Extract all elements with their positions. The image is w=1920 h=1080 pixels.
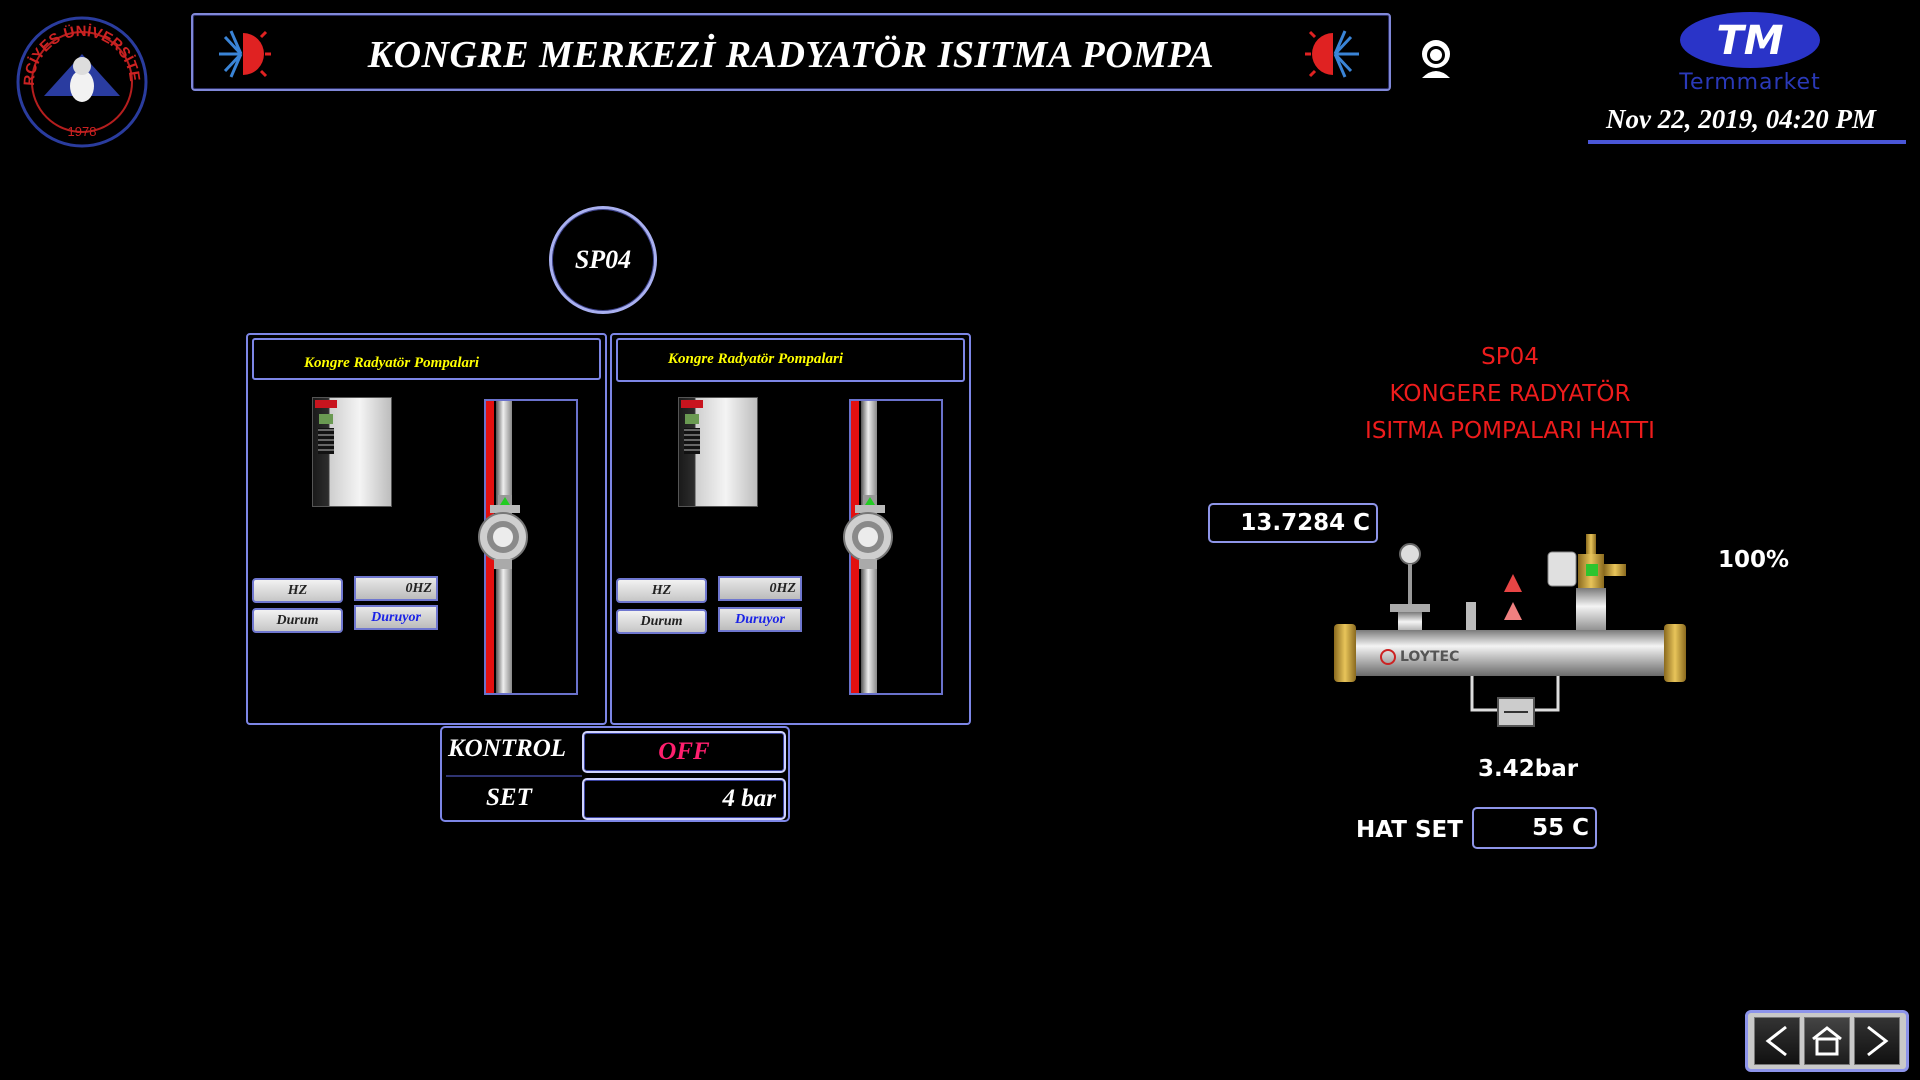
university-logo-year: 1978 (68, 124, 97, 139)
temperature-readout: 13.7284 C (1208, 503, 1378, 543)
status-value: Duruyor (718, 607, 802, 632)
kontrol-label: KONTROL (448, 735, 567, 762)
pump-panel-2: Kongre Radyatör Pompalari HZ Durum 0HZ D… (610, 333, 971, 725)
status-value: Duruyor (354, 605, 438, 630)
university-logo: ERCİYES ÜNİVERSİTESİ 1978 (14, 14, 148, 148)
home-icon[interactable] (1804, 1017, 1850, 1065)
pump-icon[interactable] (476, 495, 530, 571)
arrow-left-icon[interactable] (1754, 1017, 1800, 1065)
set-label: SET (486, 784, 532, 811)
datetime: Nov 22, 2019, 04:20 PM (1606, 104, 1876, 134)
svg-text:TM: TM (1716, 18, 1783, 64)
panel-title: Kongre Radyatör Pompalari (252, 338, 601, 380)
vfd-drive-image (312, 397, 392, 507)
datetime-underline (1588, 140, 1906, 144)
user-icon[interactable] (1416, 36, 1456, 80)
termmarket-logo: TM (1680, 12, 1820, 68)
page-title: KONGRE MERKEZİ RADYATÖR ISITMA POMPA (367, 34, 1215, 76)
valve-percent: 100% (1718, 547, 1790, 573)
status-button[interactable]: Durum (616, 609, 707, 634)
heat-cool-icon (219, 30, 271, 78)
set-input[interactable]: 4 bar (582, 778, 786, 820)
pipe-assembly: LOYTEC (1334, 534, 1686, 727)
brand-name: Termmarket (1679, 70, 1821, 95)
pump-icon[interactable] (841, 495, 895, 571)
hz-button[interactable]: HZ (616, 578, 707, 603)
vfd-drive-image (678, 397, 758, 507)
hz-value: 0HZ (718, 576, 802, 601)
line-title-id: SP04 (1481, 344, 1539, 370)
station-badge[interactable]: SP04 (549, 206, 657, 314)
arrow-right-icon[interactable] (1854, 1017, 1900, 1065)
control-box: KONTROL SET OFF 4 bar (440, 726, 790, 822)
hat-set-label: HAT SET (1356, 817, 1463, 843)
line-title-desc: ISITMA POMPALARI HATTI (1365, 418, 1655, 444)
pump-panel-1: Kongre Radyatör Pompalari HZ Durum 0HZ D… (246, 333, 607, 725)
hz-button[interactable]: HZ (252, 578, 343, 603)
hz-value: 0HZ (354, 576, 438, 601)
pipe-brand: LOYTEC (1400, 649, 1459, 665)
navigation-bar (1745, 1010, 1909, 1072)
line-title-name: KONGERE RADYATÖR (1389, 381, 1631, 407)
kontrol-toggle[interactable]: OFF (582, 731, 786, 773)
title-bar: KONGRE MERKEZİ RADYATÖR ISITMA POMPA (191, 13, 1391, 91)
hat-set-input[interactable]: 55 C (1472, 807, 1597, 849)
panel-title: Kongre Radyatör Pompalari (616, 338, 965, 382)
pressure-readout: 3.42bar (1478, 756, 1579, 782)
heat-cool-icon (1305, 30, 1359, 78)
status-button[interactable]: Durum (252, 608, 343, 633)
